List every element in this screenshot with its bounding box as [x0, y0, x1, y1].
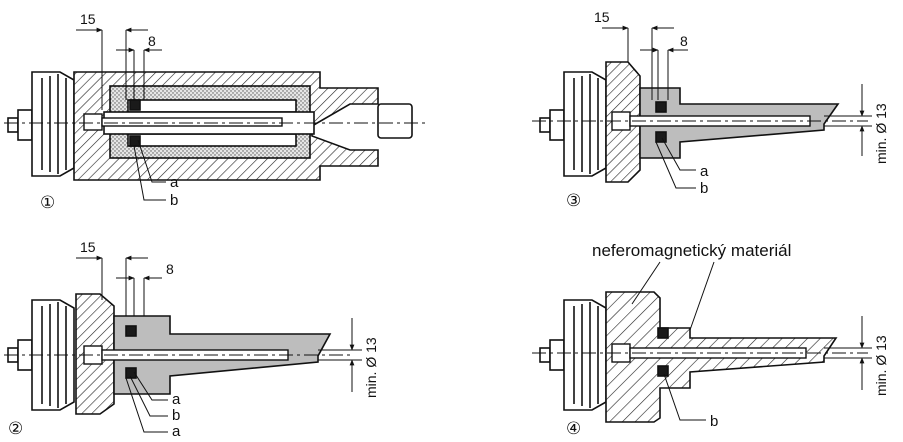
figure-3: 15 8 min. Ø 13 a b ③: [532, 9, 889, 210]
dimension-lines-3: [602, 25, 872, 189]
label-b-fig3: b: [700, 180, 708, 197]
diameter-label-fig2: min. Ø 13: [363, 337, 379, 398]
figure-number-1: ①: [40, 193, 55, 212]
label-a-fig2: a: [172, 391, 181, 408]
dim-8-fig3: 8: [680, 33, 688, 49]
label-a-fig3: a: [700, 163, 709, 180]
figure-number-4: ④: [566, 419, 581, 437]
label-b-fig2: b: [172, 407, 180, 424]
label-b-fig4: b: [710, 413, 718, 430]
label-b-fig1: b: [170, 192, 178, 209]
figure-number-3: ③: [566, 191, 581, 210]
sensor-head-3: [539, 71, 607, 177]
sensor-head-4: [539, 299, 607, 411]
diameter-label-fig4: min. Ø 13: [873, 335, 889, 396]
label-a2-fig2: a: [172, 423, 181, 437]
sensor-head-1: [7, 71, 75, 177]
dimension-lines-1: [76, 27, 166, 201]
diameter-label-fig3: min. Ø 13: [873, 103, 889, 164]
dim-8-fig1: 8: [148, 33, 156, 49]
dim-15-fig3: 15: [594, 9, 610, 25]
label-a-fig1: a: [170, 174, 179, 191]
figure-4: neferomagnetický materiál: [532, 241, 889, 438]
figure-1: 15 8 a b ①: [4, 11, 425, 212]
figure-number-2: ②: [8, 419, 23, 437]
dimension-lines-2: [76, 255, 362, 433]
probe-1: [83, 113, 283, 131]
figure-2: 15 8 min. Ø 13 a b a ②: [4, 239, 379, 440]
dimension-lines-4: [631, 261, 872, 421]
dim-15-fig1: 15: [80, 11, 96, 27]
caption-nonferromagnetic: neferomagnetický materiál: [592, 241, 791, 260]
sensor-head-2: [7, 299, 75, 411]
dim-8-fig2: 8: [166, 261, 174, 277]
dim-15-fig2: 15: [80, 239, 96, 255]
